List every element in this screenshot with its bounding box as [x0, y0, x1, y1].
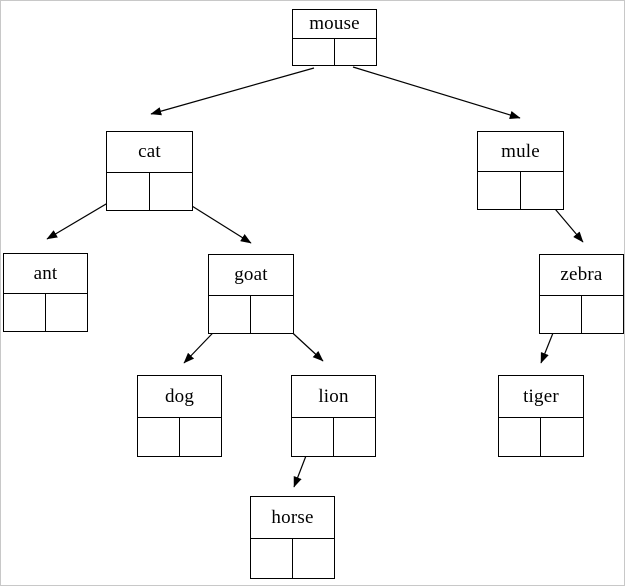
node-pointers-tiger [499, 417, 583, 456]
tree-node-zebra[interactable]: zebra [539, 254, 624, 334]
node-pointers-zebra [540, 295, 624, 333]
tree-node-mouse[interactable]: mouse [292, 9, 377, 66]
node-label-dog: dog [138, 376, 221, 418]
node-pointers-cat [107, 172, 193, 210]
right-pointer-cell-lion [334, 418, 376, 456]
tree-node-lion[interactable]: lion [291, 375, 376, 457]
node-pointers-mouse [293, 38, 377, 65]
left-pointer-cell-mule [478, 172, 521, 209]
left-pointer-cell-ant [4, 294, 46, 331]
node-pointers-goat [209, 295, 293, 333]
tree-node-tiger[interactable]: tiger [498, 375, 584, 457]
node-label-cat: cat [107, 132, 192, 173]
tree-node-horse[interactable]: horse [250, 496, 335, 579]
node-label-lion: lion [292, 376, 375, 418]
tree-node-goat[interactable]: goat [208, 254, 294, 334]
right-pointer-cell-mule [521, 172, 564, 209]
node-label-horse: horse [251, 497, 334, 540]
left-pointer-cell-mouse [293, 38, 335, 65]
node-label-tiger: tiger [499, 376, 583, 418]
node-pointers-mule [478, 172, 563, 209]
node-pointers-horse [251, 539, 334, 578]
right-pointer-cell-dog [180, 418, 222, 456]
tree-edge-mouse-right-to-mule [352, 66, 521, 120]
left-pointer-cell-zebra [540, 295, 582, 333]
node-pointers-ant [4, 294, 87, 331]
tree-node-dog[interactable]: dog [137, 375, 222, 457]
left-pointer-cell-horse [251, 539, 293, 578]
node-label-mule: mule [478, 132, 563, 173]
right-pointer-cell-tiger [541, 418, 583, 456]
tree-node-ant[interactable]: ant [3, 253, 88, 332]
node-label-zebra: zebra [540, 255, 623, 296]
tree-node-mule[interactable]: mule [477, 131, 564, 210]
left-pointer-cell-tiger [499, 417, 541, 456]
left-pointer-cell-cat [107, 172, 150, 210]
right-pointer-cell-mouse [335, 39, 377, 65]
node-label-goat: goat [209, 255, 293, 296]
right-pointer-cell-cat [150, 173, 193, 210]
node-pointers-dog [138, 417, 222, 456]
right-pointer-cell-ant [46, 294, 88, 331]
tree-edge-mouse-left-to-cat [150, 67, 315, 116]
left-pointer-cell-lion [292, 417, 334, 456]
right-pointer-cell-goat [251, 296, 293, 333]
left-pointer-cell-goat [209, 295, 251, 333]
tree-node-cat[interactable]: cat [106, 131, 193, 211]
node-label-ant: ant [4, 254, 87, 295]
left-pointer-cell-dog [138, 417, 180, 456]
node-pointers-lion [292, 417, 376, 456]
right-pointer-cell-zebra [582, 296, 624, 333]
right-pointer-cell-horse [293, 539, 335, 578]
node-label-mouse: mouse [293, 10, 376, 39]
